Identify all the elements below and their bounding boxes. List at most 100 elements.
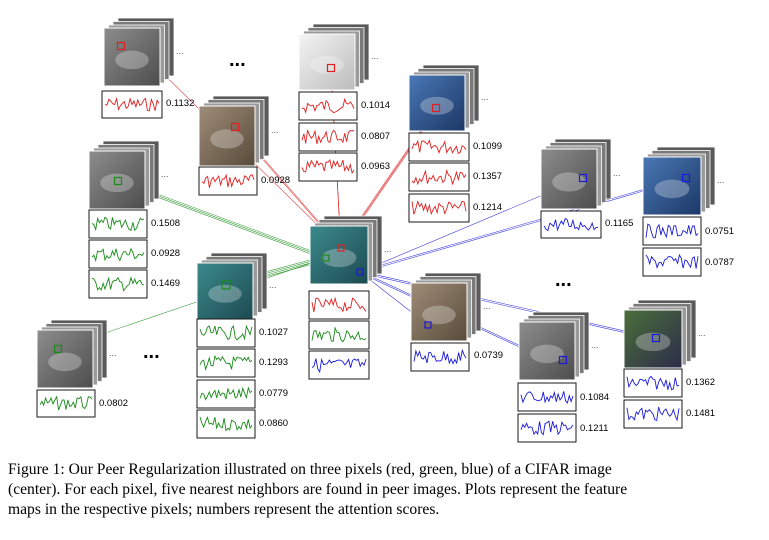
peer-image [103, 27, 161, 87]
attention-line [359, 270, 653, 338]
pixel-marker [558, 355, 568, 365]
peer-image [309, 225, 369, 285]
feature-plot [196, 318, 256, 348]
feature-plot [408, 193, 470, 223]
peer-image-stack-green-truck: ... [623, 299, 706, 369]
pixel-marker [356, 268, 364, 276]
attention-score: 0.0751 [705, 226, 734, 237]
attention-score: 0.0928 [261, 175, 290, 186]
feature-plot [408, 132, 470, 162]
attention-line [359, 272, 653, 340]
attention-score: 0.1362 [686, 377, 715, 388]
peer-image-stack-dog: ... [518, 311, 599, 381]
attention-score: 0.1099 [473, 141, 502, 152]
feature-plot [517, 382, 577, 412]
attention-score: 0.1469 [151, 278, 180, 289]
feature-plot [623, 368, 683, 398]
ellipsis-dots: ... [143, 341, 160, 363]
feature-plot [410, 342, 470, 372]
pixel-marker [651, 333, 661, 343]
peer-image [642, 156, 702, 216]
peer-image [88, 150, 146, 210]
svg-text:...: ... [384, 244, 392, 254]
peer-image-stack-horse: ... [198, 95, 279, 167]
pixel-marker [221, 280, 231, 290]
feature-plot [101, 90, 163, 119]
peer-image [298, 33, 356, 91]
svg-text:...: ... [483, 301, 491, 311]
svg-text:...: ... [109, 348, 117, 358]
attention-score: 0.1214 [473, 202, 502, 213]
peer-image-stack-top-left: ... [103, 17, 184, 87]
pixel-marker [322, 254, 330, 262]
pixel-marker [424, 321, 432, 329]
feature-plot [298, 122, 358, 152]
pixel-marker [326, 63, 336, 73]
attention-line [359, 176, 687, 272]
feature-plot [642, 247, 702, 277]
peer-image-stack-dark-plane: ... [298, 23, 379, 91]
feature-plot [540, 210, 602, 239]
center-feature-plot [308, 290, 370, 320]
svg-text:...: ... [161, 169, 169, 179]
peer-image-stack-night-truck: ... [642, 146, 725, 216]
peer-image [408, 74, 466, 132]
pixel-marker [116, 41, 126, 51]
attention-score: 0.1014 [361, 100, 390, 111]
center-image-stack: ... [309, 215, 392, 285]
peer-image [410, 282, 468, 342]
pixel-marker [53, 344, 63, 354]
feature-plot [196, 379, 256, 409]
attention-score: 0.1508 [151, 218, 180, 229]
caption-line-2: (center). For each pixel, five nearest n… [8, 481, 628, 498]
feature-plot [36, 389, 96, 418]
pixel-marker [230, 122, 240, 132]
svg-text:...: ... [176, 46, 184, 56]
caption-line-3: maps in the respective pixels; numbers r… [8, 501, 440, 518]
svg-text:...: ... [717, 175, 725, 185]
peer-image-stack-bottom-left: ... [36, 319, 117, 389]
attention-score: 0.0928 [151, 248, 180, 259]
attention-score: 0.1293 [259, 357, 288, 368]
peer-image [518, 321, 576, 381]
attention-score: 0.0739 [474, 350, 503, 361]
peer-image [36, 329, 94, 389]
attention-score: 0.1211 [580, 423, 608, 434]
ellipsis-dots: ... [229, 49, 246, 71]
svg-text:...: ... [591, 340, 599, 350]
feature-plot [196, 348, 256, 378]
peer-image-stack-white-plane: ... [410, 272, 491, 342]
peer-image-stack-gray-plane: ... [88, 140, 169, 210]
peer-image [196, 262, 254, 320]
feature-plot [198, 166, 258, 196]
attention-score: 0.0787 [705, 257, 734, 268]
attention-score: 0.0807 [361, 131, 390, 142]
pixel-marker [113, 176, 123, 186]
feature-plot [623, 399, 683, 429]
attention-score: 0.0963 [361, 161, 390, 172]
ellipsis-dots: ... [555, 269, 572, 291]
peer-image-stack-teal: ... [196, 252, 277, 320]
feature-plot [408, 162, 470, 192]
attention-score: 0.0860 [259, 418, 288, 429]
feature-plot [196, 409, 256, 439]
feature-plot [517, 413, 577, 443]
svg-text:...: ... [698, 328, 706, 338]
svg-text:...: ... [269, 280, 277, 290]
pixel-marker [431, 103, 441, 113]
peer-image-stack-blue-plane: ... [408, 64, 489, 132]
attention-score: 0.1357 [473, 171, 502, 182]
svg-text:...: ... [371, 51, 379, 61]
peer-image-stack-truck: ... [540, 138, 621, 210]
center-feature-plot [308, 350, 370, 380]
attention-score: 0.0779 [259, 388, 288, 399]
attention-score: 0.1027 [259, 327, 288, 338]
pixel-marker [681, 173, 691, 183]
caption-line-1: Figure 1: Our Peer Regularization illust… [8, 461, 612, 478]
feature-plot [88, 269, 148, 299]
feature-plot [298, 152, 358, 182]
svg-text:...: ... [481, 92, 489, 102]
peer-image [198, 105, 256, 167]
attention-score: 0.1165 [605, 218, 633, 229]
center-feature-plot [308, 320, 370, 350]
